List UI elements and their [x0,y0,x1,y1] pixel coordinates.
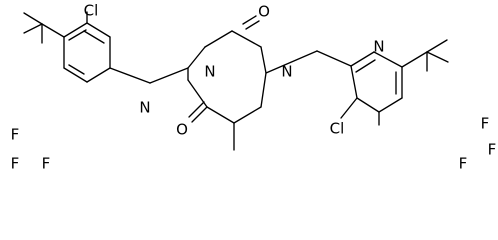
atom-label: Cl [84,2,99,20]
atom-label: F [11,126,20,144]
atom-label: Cl [330,120,345,138]
atom-label: N [281,63,292,81]
atom-label: N [204,63,215,81]
atom-label: F [481,115,490,133]
atom-label: O [176,121,188,139]
atom-label: N [373,38,384,56]
chemical-structure-diagram: Cl F F F N N O N N O Cl F F F [11,2,497,172]
atom-label: F [42,155,51,172]
atom-labels: Cl F F F N N O N N O Cl F F F [11,2,497,172]
atom-label: F [488,141,497,159]
atom-label: O [258,3,270,21]
atom-label: F [11,155,20,172]
bond-lines [23,11,449,151]
atom-label: F [459,155,468,172]
atom-label: N [139,99,150,117]
